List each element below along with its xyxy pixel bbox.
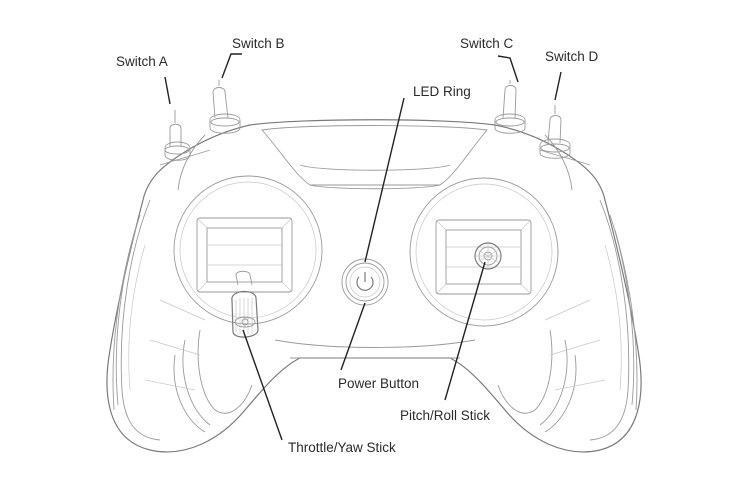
label-led-ring: LED Ring [413,84,471,99]
label-throttle-yaw-stick: Throttle/Yaw Stick [288,440,396,455]
switch-c[interactable] [494,80,526,134]
leader-led-ring [364,97,405,263]
controller-body [106,119,642,453]
leader-lines [164,53,562,441]
right-stick-well [409,177,559,327]
switch-b[interactable] [209,80,241,134]
label-pitch-roll-stick: Pitch/Roll Stick [400,408,491,423]
pitch-roll-stick[interactable] [474,242,502,270]
leader-switch-c [497,55,519,83]
label-switch-b: Switch B [232,36,285,51]
label-switch-d: Switch D [545,49,599,64]
leader-switch-d [554,71,562,101]
label-power-button: Power Button [338,376,420,391]
leader-power-button [340,302,366,371]
leader-throttle-yaw [242,329,283,441]
leader-pitch-roll [444,261,486,401]
switch-a[interactable] [164,110,191,161]
power-button[interactable] [341,258,389,306]
label-switch-c: Switch C [460,36,514,51]
throttle-yaw-stick[interactable] [231,270,259,338]
leader-switch-b [221,53,242,79]
switch-d[interactable] [539,105,571,159]
label-switch-a: Switch A [116,54,168,69]
leader-switch-a [164,76,171,105]
